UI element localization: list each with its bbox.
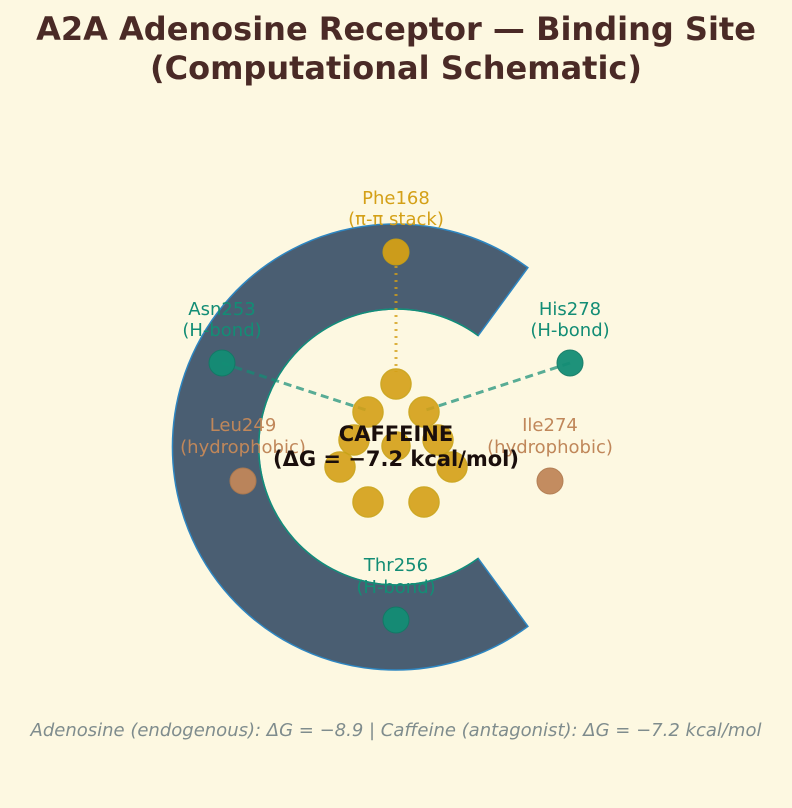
residue-leu249: Leu249 (hydrophobic) [180,415,306,495]
residue-name: Thr256 [363,555,428,576]
residue-node [536,467,564,495]
residue-node [229,467,257,495]
residue-node [382,238,410,266]
residue-name: Phe168 [362,188,430,209]
ligand-energy: (ΔG = −7.2 kcal/mol) [273,447,519,471]
residue-interaction: (H-bond) [182,320,261,341]
ligand-atom [380,368,412,400]
residue-interaction: (hydrophobic) [180,437,306,458]
residue-his278: His278 (H-bond) [530,299,610,377]
ligand-atom [408,486,440,518]
hbond-line-his278 [425,361,571,412]
title-line-1: A2A Adenosine Receptor — Binding Site [36,10,756,48]
residue-name: Leu249 [210,415,277,436]
footer-note: Adenosine (endogenous): ΔG = −8.9 | Caff… [30,720,762,741]
residue-thr256: Thr256 (H-bond) [356,555,436,634]
residue-interaction: (H-bond) [530,320,609,341]
residue-ile274: Ile274 (hydrophobic) [487,415,613,495]
residue-asn253: Asn253 (H-bond) [182,299,262,377]
ligand-name: CAFFEINE [339,422,453,446]
residue-interaction: (hydrophobic) [487,437,613,458]
caffeine-molecule [324,368,468,518]
ligand-atom [352,396,384,428]
residue-name: Asn253 [188,299,255,320]
ligand-atom [408,396,440,428]
residue-interaction: (π-π stack) [348,209,444,230]
residue-name: His278 [539,299,601,320]
pocket-edge [258,308,479,586]
ligand-atom [422,424,454,456]
residue-phe168: Phe168 (π-π stack) [348,188,444,266]
residue-node [382,606,410,634]
ligand-atom [381,431,411,461]
residue-name: Ile274 [522,415,578,436]
title-line-2: (Computational Schematic) [149,49,643,87]
ligand-atom [352,486,384,518]
residue-node [208,349,236,377]
ligand-atom [338,424,370,456]
residue-interaction: (H-bond) [356,577,435,598]
ligand-atom [436,451,468,483]
residue-node [556,349,584,377]
page-title: A2A Adenosine Receptor — Binding Site (C… [0,10,792,88]
ligand-atom [324,451,356,483]
